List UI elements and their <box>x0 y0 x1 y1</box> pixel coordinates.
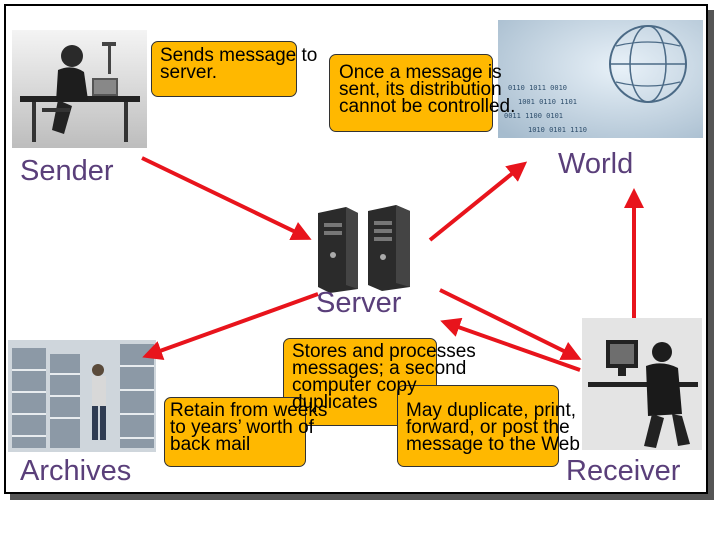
server-towers-icon <box>318 205 410 293</box>
svg-text:1001 0110 1101: 1001 0110 1101 <box>518 98 577 106</box>
receiver-note: May duplicate, print, forward, or post t… <box>406 400 580 455</box>
globe-network-icon: 0110 1011 0010 1001 0110 1101 0011 1100 … <box>498 20 703 138</box>
arrow-server-to-archives <box>142 292 319 360</box>
arrow-server-to-world <box>428 161 528 242</box>
archives-note: Retain from weeks to years’ worth of bac… <box>170 400 328 455</box>
person-at-desk-icon <box>12 30 147 148</box>
svg-text:0011 1100 0101: 0011 1100 0101 <box>504 112 563 120</box>
sender-label: Sender <box>20 155 114 187</box>
world-note: Once a message is sent, its distribution… <box>339 62 516 117</box>
server-label: Server <box>316 287 402 319</box>
archives-label: Archives <box>20 455 132 487</box>
svg-text:0110 1011 0010: 0110 1011 0010 <box>508 84 567 92</box>
receiver-label: Receiver <box>566 455 681 487</box>
receiver-note-box <box>397 385 559 467</box>
arrow-receiver-to-server <box>440 317 581 372</box>
svg-text:1010 0101 1110: 1010 0101 1110 <box>528 126 587 134</box>
sender-note-box <box>151 41 297 97</box>
world-label: World <box>558 148 634 180</box>
archive-shelves-icon <box>8 340 156 452</box>
world-note-box <box>329 54 493 132</box>
person-at-computer-icon <box>582 318 702 450</box>
sender-note: Sends message to server. <box>160 45 318 83</box>
arrow-server-to-receiver <box>439 288 582 360</box>
arrow-sender-to-server <box>141 156 312 241</box>
server-note: Stores and processes messages; a second … <box>292 341 476 413</box>
archives-note-box <box>164 397 306 467</box>
